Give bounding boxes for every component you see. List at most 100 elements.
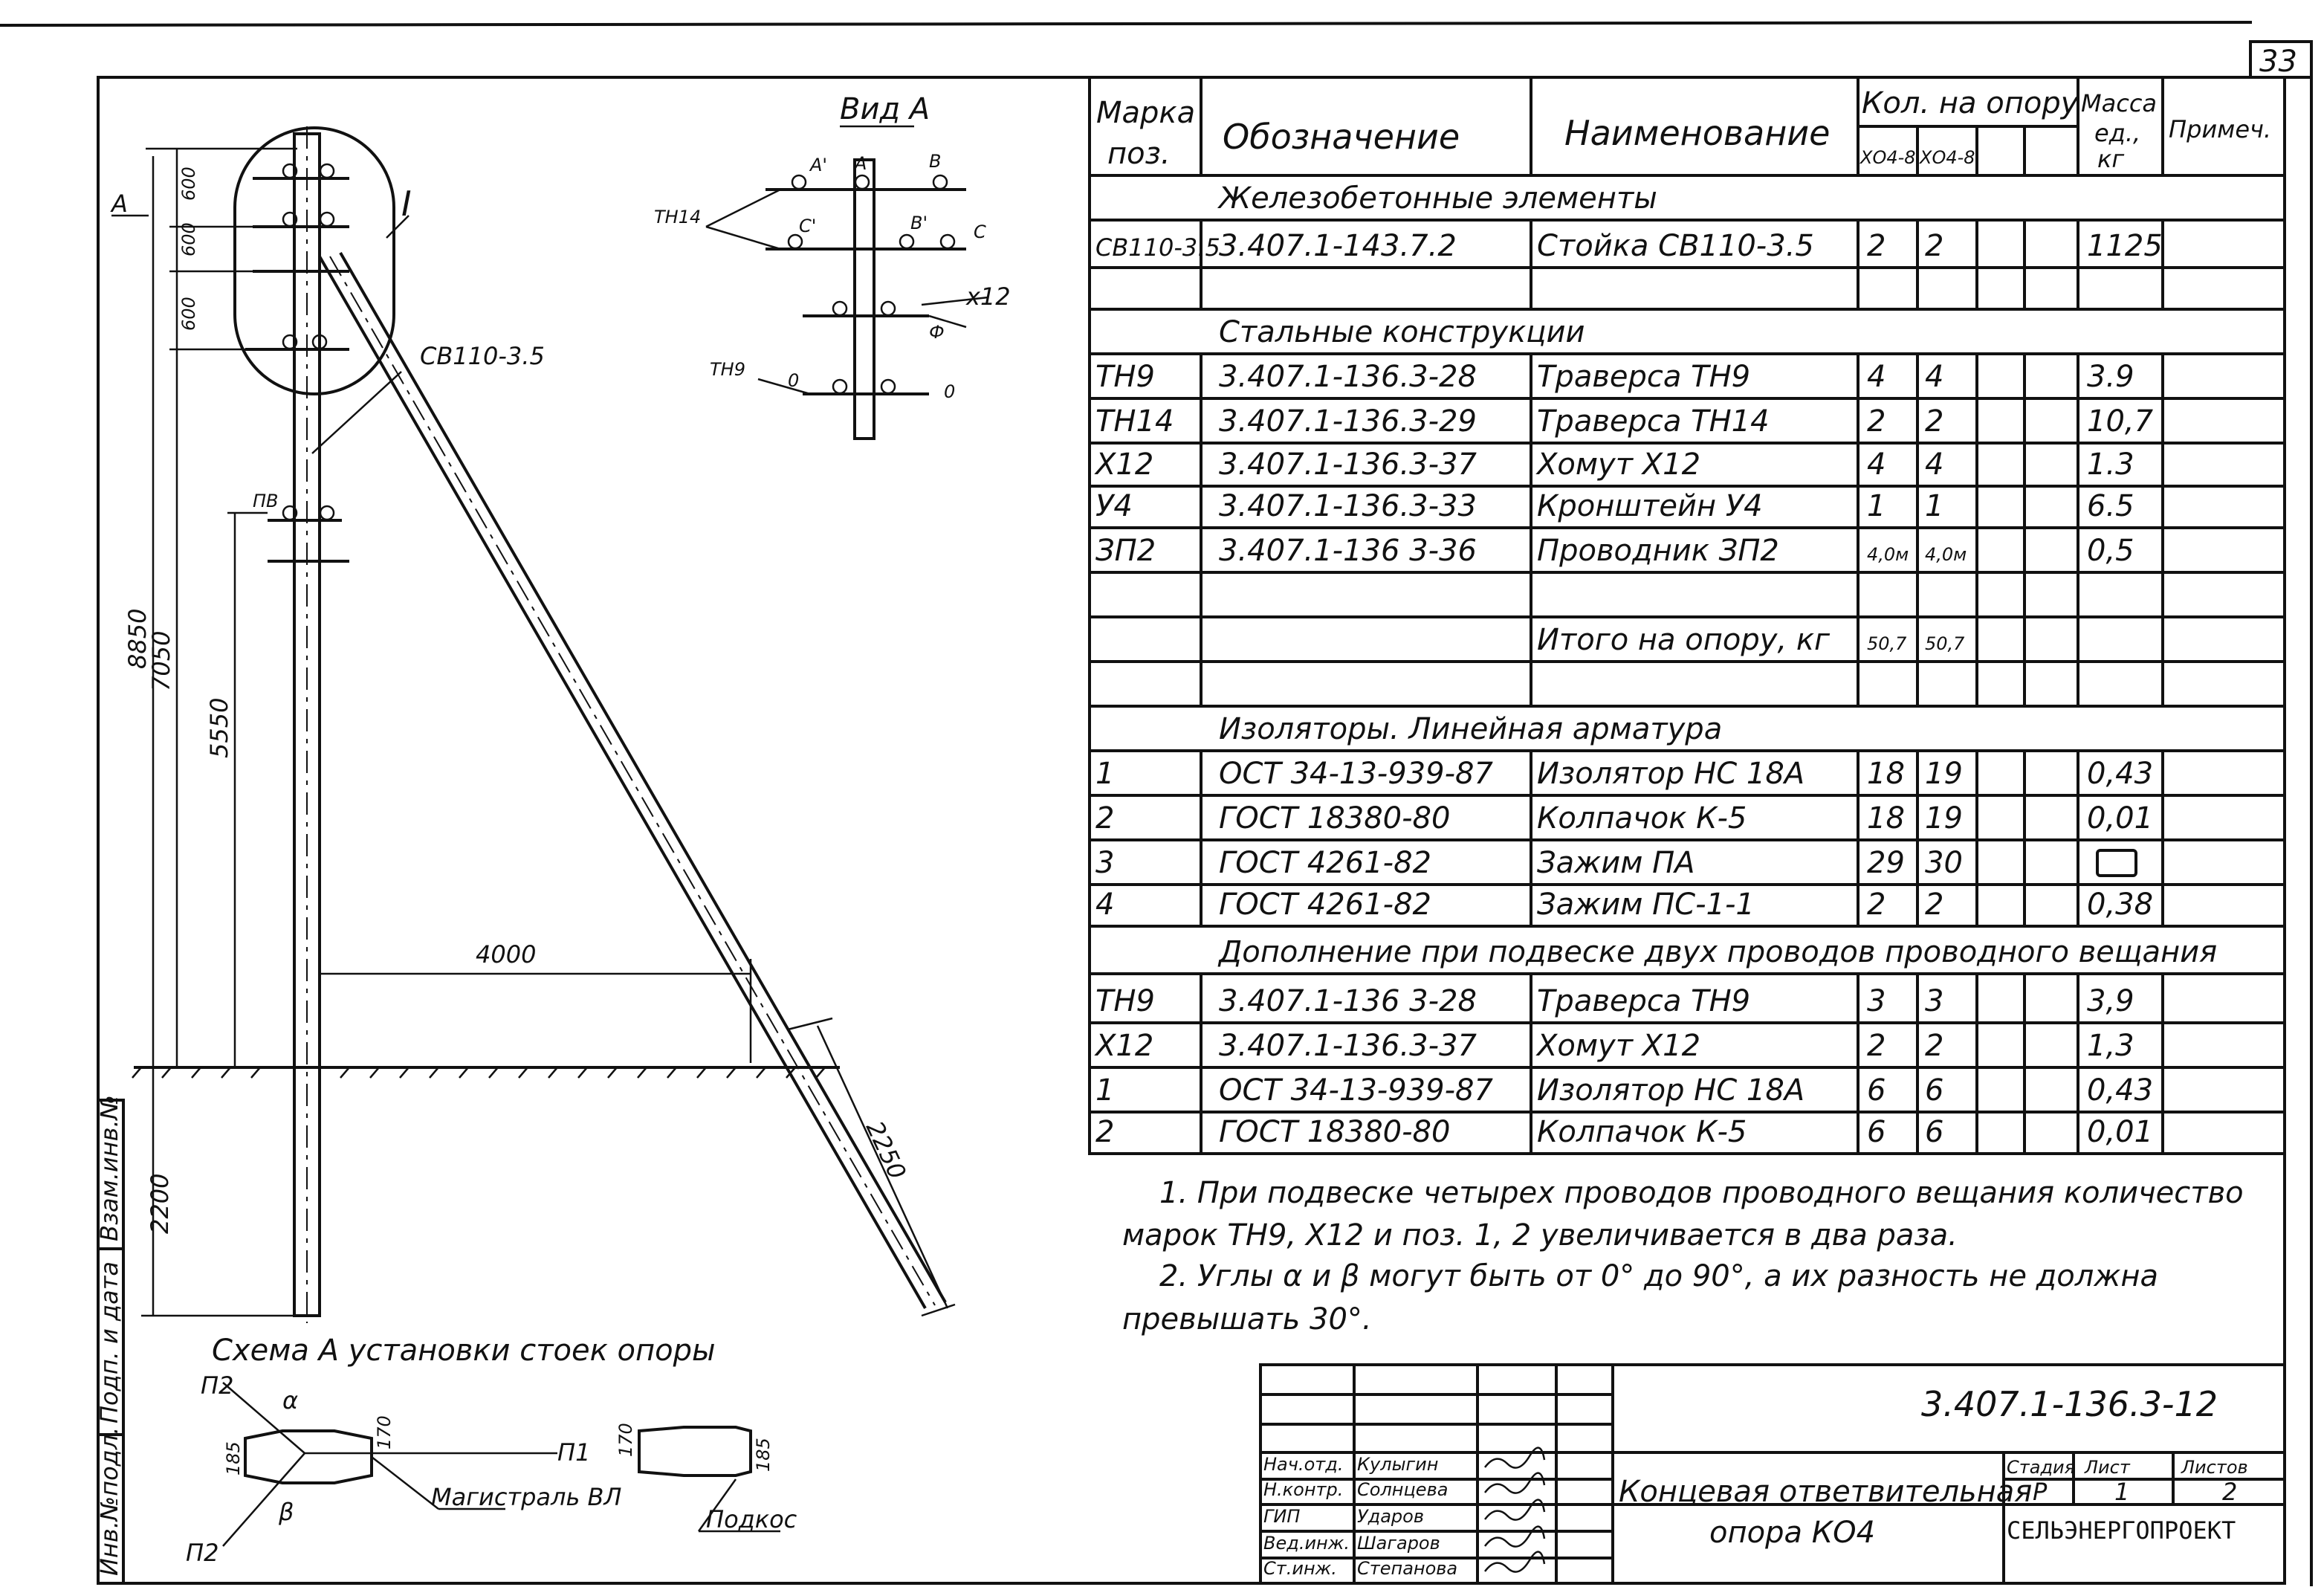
mark-cell: 1 — [1095, 1073, 1114, 1108]
signature — [1484, 1472, 1546, 1494]
qty-cell-a: 1 — [1867, 489, 1886, 523]
designation-cell: 3.407.1-136.3-37 — [1219, 1029, 1477, 1063]
qty-cell-b: 4 — [1925, 360, 1943, 394]
dim-600-c: 600 — [178, 297, 199, 331]
scheme-a — [222, 1382, 780, 1547]
qty-cell-a: 3 — [1867, 984, 1886, 1018]
side-strip: Взам.инв.№ Подп. и дата Инв.№подл. — [95, 1095, 125, 1585]
dim-5550: 5550 — [205, 698, 233, 758]
organization: СЕЛЬЭНЕРГОПРОЕКТ — [2007, 1516, 2236, 1545]
header-note: Примеч. — [2169, 115, 2271, 143]
qty-cell-a: 2 — [1867, 229, 1886, 263]
scheme-p1: П1 — [557, 1438, 590, 1467]
person-name-cell: Степанова — [1357, 1558, 1457, 1579]
section-title: Дополнение при подвеске двух проводов пр… — [1217, 935, 2217, 969]
label-f: Ф — [929, 322, 945, 343]
designation-cell: 3.407.1-136.3-29 — [1219, 404, 1477, 439]
label-o1: 0 — [788, 370, 799, 391]
qty-cell-b: 2 — [1925, 229, 1943, 263]
scheme-170a: 170 — [374, 1415, 395, 1449]
signature — [1484, 1525, 1546, 1548]
designation-cell: ГОСТ 18380-80 — [1219, 801, 1450, 835]
pole-label: СВ110-3.5 — [420, 342, 545, 370]
title-block — [1259, 1363, 2286, 1585]
replace-inv-label: Взам.инв.№ — [95, 1095, 123, 1241]
qty-cell-a: 6 — [1867, 1073, 1886, 1108]
qty-cell-a: 2 — [1867, 404, 1886, 439]
qty-cell-b: 3 — [1925, 984, 1943, 1018]
designation-cell: 3.407.1-136 3-28 — [1219, 984, 1477, 1018]
header-mass-2: ед., — [2094, 119, 2140, 147]
note-line: марок ТН9, Х12 и поз. 1, 2 увеличивается… — [1122, 1218, 1958, 1253]
qty-cell-a: 4 — [1867, 360, 1886, 394]
scheme-170b: 170 — [615, 1423, 636, 1457]
qty-cell-b: 4 — [1925, 447, 1943, 482]
stage-label: Стадия — [2007, 1457, 2075, 1478]
qty-cell-b: 2 — [1925, 888, 1943, 922]
label-tn9: ТН9 — [710, 359, 745, 380]
table-row — [1090, 268, 2285, 311]
qty-cell-a: 2 — [1867, 888, 1886, 922]
view-a-title: Вид А — [840, 92, 930, 126]
header-qty: Кол. на опору — [1862, 86, 2079, 120]
mark-cell: 2 — [1095, 1115, 1114, 1149]
mark-cell: ЗП2 — [1095, 534, 1156, 568]
specification-table: Железобетонные элементыСВ110-3.53.407.1-… — [1088, 76, 2286, 1155]
designation-cell: ГОСТ 4261-82 — [1219, 846, 1431, 880]
mass-cell: 0,43 — [2087, 1073, 2153, 1108]
mark-cell: 1 — [1095, 757, 1114, 791]
scheme-p2b: П2 — [186, 1539, 219, 1567]
qty-cell-b: 2 — [1925, 404, 1943, 439]
qty-cell-a: 18 — [1867, 757, 1905, 791]
mass-cell: 1,3 — [2087, 1029, 2134, 1063]
note-line: превышать 30°. — [1122, 1302, 1372, 1336]
scheme-alpha: α — [282, 1386, 298, 1415]
qty-cell-b: 2 — [1925, 1029, 1943, 1063]
designation-cell: ОСТ 34-13-939-87 — [1219, 1073, 1493, 1108]
mass-cell: 0,38 — [2087, 888, 2153, 922]
name-cell: Траверса ТН14 — [1537, 404, 1770, 439]
callout-i: I — [401, 184, 412, 224]
designation-cell: ГОСТ 18380-80 — [1219, 1115, 1450, 1149]
scheme-title: Схема А установки стоек опоры — [212, 1334, 716, 1368]
table-section-row: Изоляторы. Линейная арматура — [1090, 712, 2285, 752]
header-qty-a: ХО4-8 — [1859, 147, 1916, 168]
blank-mass-box — [2096, 849, 2137, 877]
dim-2250: 2250 — [861, 1116, 912, 1183]
document-code: 3.407.1-136.3-12 — [1921, 1384, 2218, 1424]
header-mass-3: кг — [2097, 145, 2124, 173]
mark-cell: 2 — [1095, 801, 1114, 835]
signature — [1484, 1499, 1546, 1521]
sheet-value: 1 — [2114, 1478, 2129, 1506]
mass-cell: 0,01 — [2087, 801, 2153, 835]
qty-cell-b: 19 — [1925, 757, 1963, 791]
label-c: С — [974, 222, 986, 242]
scheme-185a: 185 — [223, 1441, 244, 1476]
qty-cell-b: 4,0м — [1925, 544, 1967, 565]
header-mark-2: поз. — [1107, 137, 1171, 171]
table-header: Марка поз. Обозначение Наименование Кол.… — [1096, 86, 2271, 173]
mass-cell: 1.3 — [2087, 447, 2134, 482]
header-mark-1: Марка — [1096, 96, 1195, 130]
mass-cell: 0,43 — [2087, 757, 2153, 791]
person-name-cell: Ударов — [1357, 1506, 1424, 1527]
mass-cell: 6.5 — [2087, 489, 2134, 523]
person-name-cell: Солнцева — [1357, 1479, 1448, 1500]
qty-cell-a: 4 — [1867, 447, 1886, 482]
mass-cell: 3.9 — [2087, 360, 2134, 394]
role-cell: ГИП — [1263, 1506, 1300, 1527]
mark-cell: ТН9 — [1095, 360, 1155, 394]
note-line: 1. При подвеске четырех проводов проводн… — [1159, 1176, 2244, 1210]
dim-2200: 2200 — [146, 1174, 174, 1234]
section-title: Железобетонные элементы — [1217, 181, 1657, 216]
designation-cell: 3.407.1-136.3-28 — [1219, 360, 1477, 394]
label-a1: А' — [809, 155, 827, 175]
dim-8850: 8850 — [123, 609, 152, 669]
mass-cell: 10,7 — [2087, 404, 2154, 439]
name-cell: Изолятор НС 18А — [1537, 757, 1805, 791]
